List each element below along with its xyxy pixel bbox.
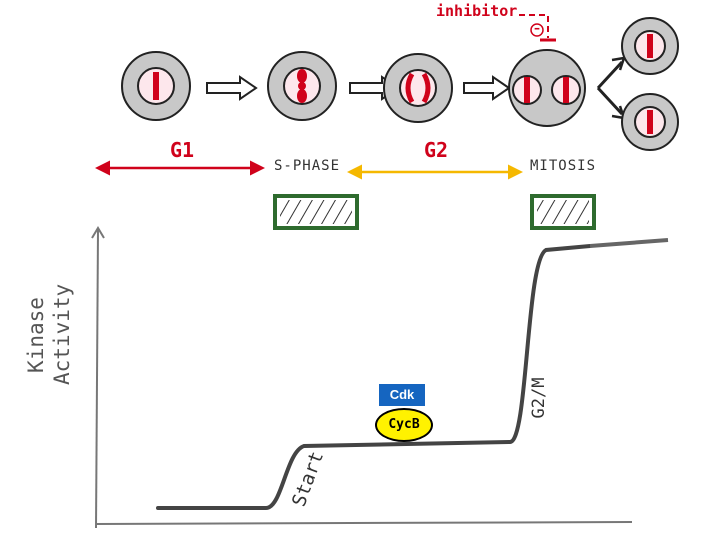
daughter-cell-top-icon [622,18,678,74]
kinase-activity-curve [158,246,590,508]
mitosis-box [532,196,594,228]
cell-s-phase-icon [268,52,336,120]
cell-g2-icon [384,54,452,122]
arrow-right-icon [207,77,256,99]
s-phase-box [275,196,357,228]
g2m-label: G2/M [529,373,549,423]
y-axis-label-line1: Kinase [24,285,48,385]
division-arrow-icon [598,58,624,118]
x-axis [96,522,632,524]
s-phase-label: S-PHASE [274,158,340,174]
daughter-cell-bottom-icon [622,94,678,150]
cell-mitosis-icon [509,50,585,126]
inhibitor-label: inhibitor [436,2,517,20]
mitosis-label: MITOSIS [530,158,596,174]
cdk-badge: Cdk [379,384,425,406]
kinase-activity-tail [590,240,668,246]
cycb-badge: CycB [375,408,433,442]
y-axis [92,228,104,528]
arrow-right-icon [464,77,509,99]
g2-label: G2 [424,138,448,162]
y-axis-label-line2: Activity [50,285,74,385]
g1-label: G1 [170,138,194,162]
cell-g1-icon [122,52,190,120]
inhibitor-sign: – [531,21,543,35]
